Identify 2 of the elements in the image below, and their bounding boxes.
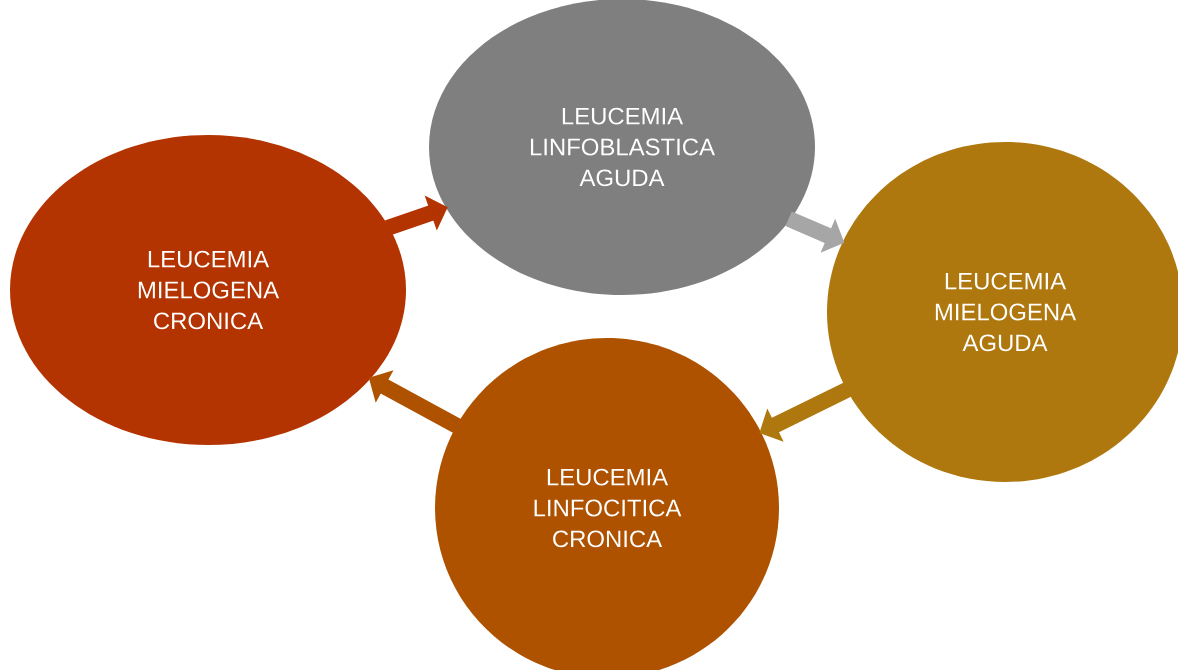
block-arrow bbox=[759, 381, 852, 442]
ellipse-node: LEUCEMIA MIELOGENA CRONICA bbox=[10, 135, 406, 445]
